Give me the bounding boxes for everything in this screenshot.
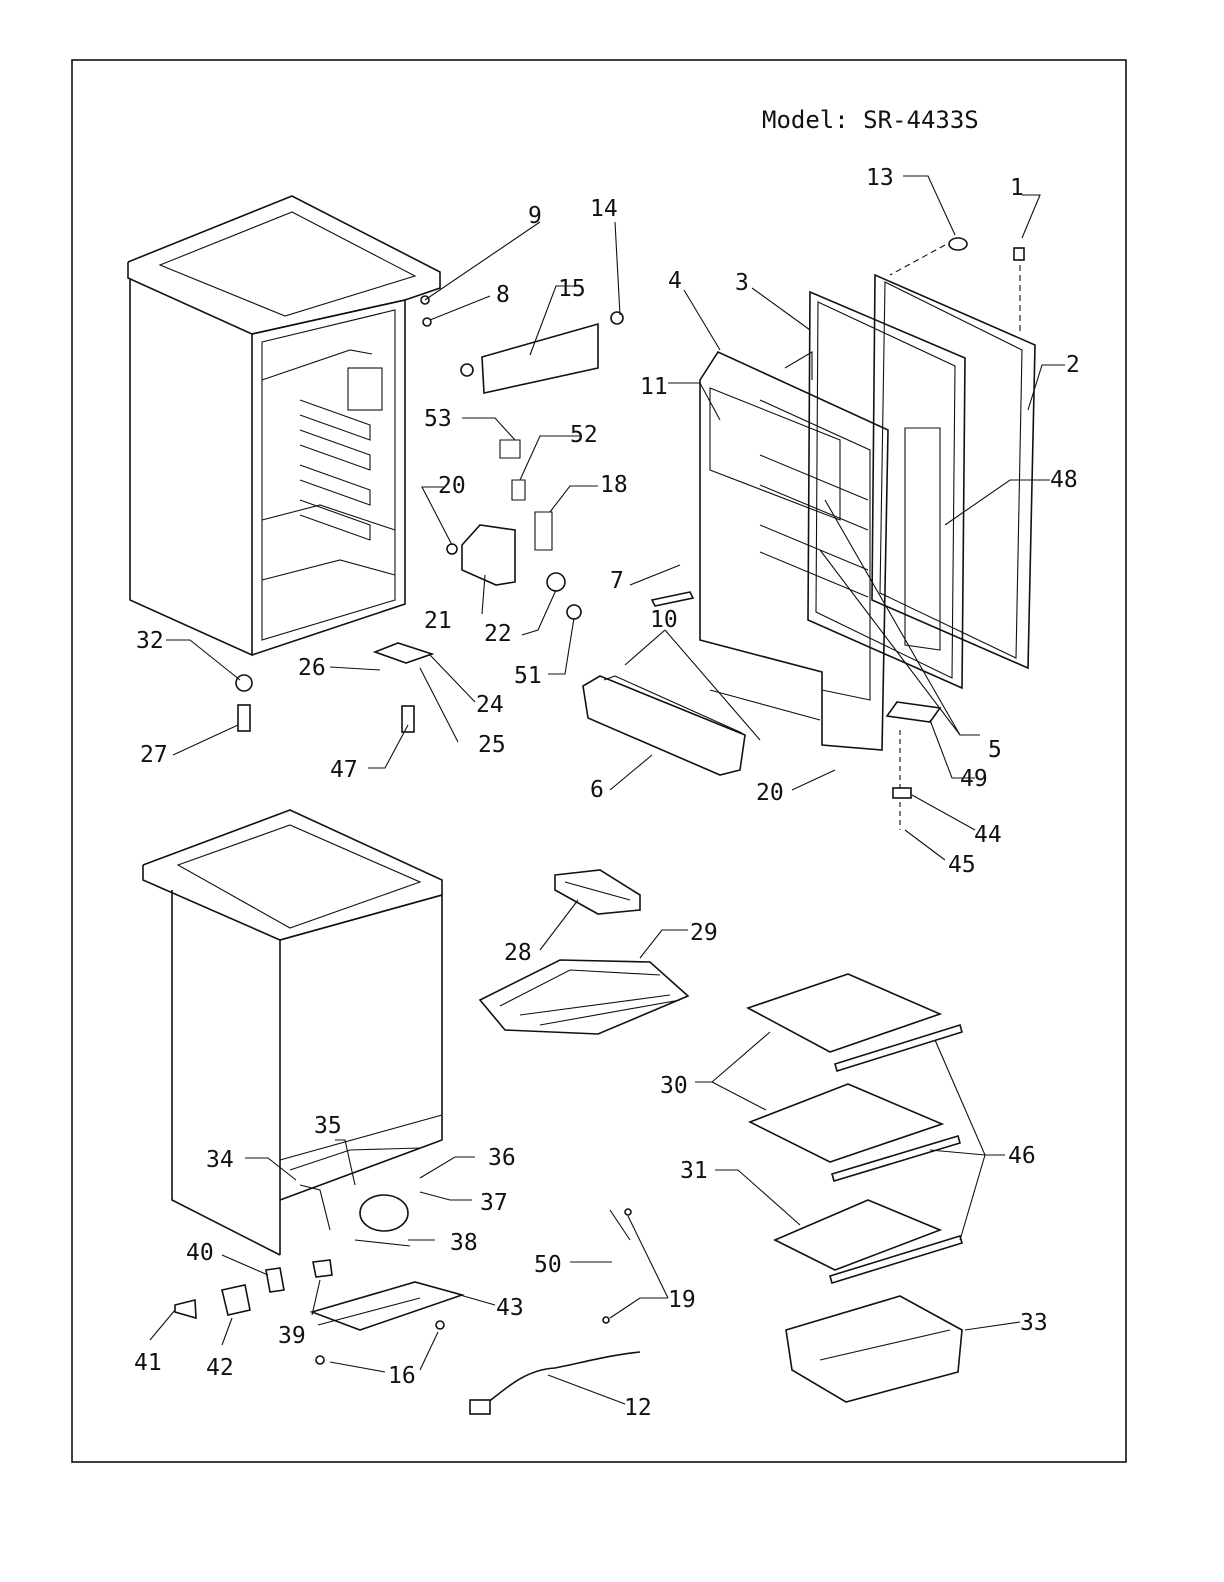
callout-label: 35: [314, 1113, 342, 1139]
callout-label: 6: [590, 777, 604, 803]
door-assembly-drawing: [583, 238, 1035, 830]
callout-label: 39: [278, 1323, 306, 1349]
callout-label: 12: [624, 1395, 652, 1421]
callout-labels: 1 2 3 4 5 6 7 8 9 10 11 12 13 14 15 16 1…: [134, 165, 1080, 1421]
callout-label: 50: [534, 1252, 562, 1278]
callout-label: 53: [424, 406, 452, 432]
callout-label: 27: [140, 742, 168, 768]
callout-label: 26: [298, 655, 326, 681]
callout-label: 20: [438, 473, 466, 499]
callout-label: 37: [480, 1190, 508, 1216]
diagram-frame: [72, 60, 1126, 1462]
cabinet-back-drawing: [143, 810, 442, 1255]
leader-lines: [150, 176, 1065, 1404]
callout-label: 47: [330, 757, 358, 783]
callout-label: 20: [756, 780, 784, 806]
callout-label: 31: [680, 1158, 708, 1184]
callout-label: 42: [206, 1355, 234, 1381]
callout-label: 3: [735, 270, 749, 296]
callout-label: 7: [610, 568, 624, 594]
callout-label: 5: [988, 737, 1002, 763]
callout-label: 36: [488, 1145, 516, 1171]
callout-label: 28: [504, 940, 532, 966]
callout-label: 49: [960, 766, 988, 792]
callout-label: 10: [650, 607, 678, 633]
callout-label: 38: [450, 1230, 478, 1256]
callout-label: 14: [590, 196, 618, 222]
callout-label: 44: [974, 822, 1002, 848]
callout-label: 43: [496, 1295, 524, 1321]
callout-label: 9: [528, 203, 542, 229]
callout-label: 30: [660, 1073, 688, 1099]
upper-small-parts-drawing: [236, 296, 623, 732]
callout-label: 45: [948, 852, 976, 878]
callout-label: 2: [1066, 352, 1080, 378]
model-title: Model: SR-4433S: [762, 106, 979, 134]
cabinet-front-drawing: [128, 196, 440, 655]
callout-label: 13: [866, 165, 894, 191]
callout-label: 15: [558, 276, 586, 302]
callout-label: 18: [600, 472, 628, 498]
callout-label: 19: [668, 1287, 696, 1313]
callout-label: 8: [496, 282, 510, 308]
callout-label: 21: [424, 608, 452, 634]
callout-label: 40: [186, 1240, 214, 1266]
callout-label: 25: [478, 732, 506, 758]
callout-label: 51: [514, 663, 542, 689]
callout-label: 1: [1010, 175, 1024, 201]
callout-label: 4: [668, 268, 682, 294]
callout-label: 41: [134, 1350, 162, 1376]
callout-label: 16: [388, 1363, 416, 1389]
callout-label: 22: [484, 621, 512, 647]
callout-label: 32: [136, 628, 164, 654]
callout-label: 48: [1050, 467, 1078, 493]
callout-label: 11: [640, 374, 668, 400]
callout-label: 33: [1020, 1310, 1048, 1336]
callout-label: 52: [570, 422, 598, 448]
callout-label: 46: [1008, 1143, 1036, 1169]
callout-label: 29: [690, 920, 718, 946]
callout-label: 34: [206, 1147, 234, 1173]
callout-label: 24: [476, 692, 504, 718]
